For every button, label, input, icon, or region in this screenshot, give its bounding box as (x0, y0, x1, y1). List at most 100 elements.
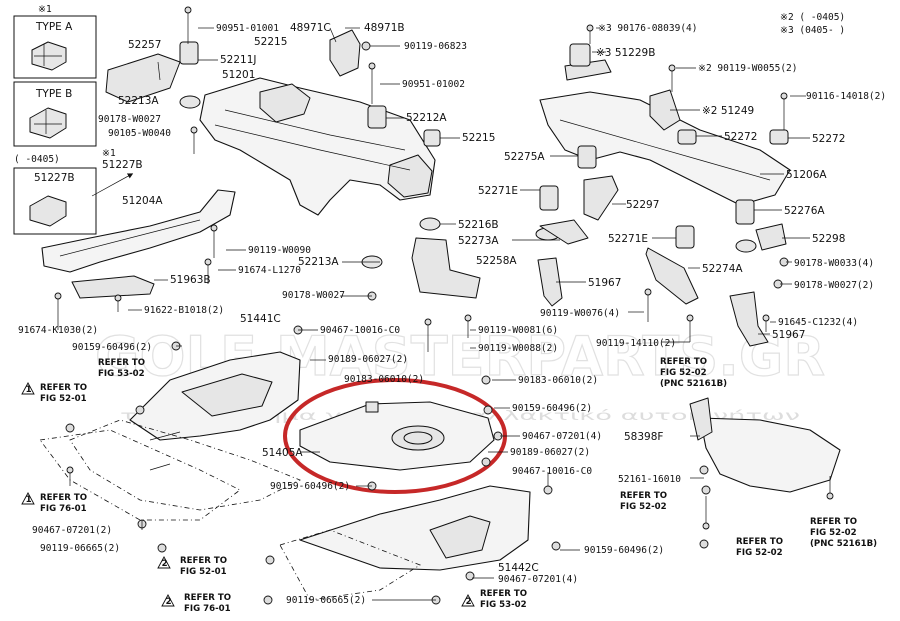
label-90159-60496-b[interactable]: 90159-60496(2) (512, 403, 592, 414)
label-90178-w0027-c[interactable]: 90178-W0027(2) (794, 280, 874, 291)
label-52276a[interactable]: 52276A (784, 205, 825, 217)
label-58398f[interactable]: 58398F (624, 431, 663, 443)
label-90176-08039[interactable]: ※3 90176-08039(4) (598, 23, 697, 34)
floor-cover-58398f (689, 397, 841, 493)
label-90119-06665-a[interactable]: 90119-06665(2) (40, 543, 120, 554)
label-52216b[interactable]: 52216B (458, 219, 499, 231)
label-51963b[interactable]: 51963B (170, 274, 211, 286)
label-51967-b[interactable]: 51967 (772, 329, 805, 341)
refer-line: REFER TO (40, 493, 87, 503)
ref-mark: 2 (162, 559, 168, 569)
label-91622-b1018[interactable]: 91622-B1018(2) (144, 305, 224, 316)
label-90467-10016-c0-a[interactable]: 90467-10016-C0 (320, 325, 400, 336)
label-51201[interactable]: 51201 (222, 69, 255, 81)
label-91674-k1030[interactable]: 91674-K1030(2) (18, 325, 98, 336)
label-51249[interactable]: ※2 51249 (702, 105, 754, 117)
label-90119-w0088[interactable]: 90119-W0088(2) (478, 343, 558, 354)
label-90183-06010-a[interactable]: 90183-06010(2) (344, 374, 424, 385)
label-90119-w0090[interactable]: 90119-W0090 (248, 245, 311, 256)
label-52297[interactable]: 52297 (626, 199, 659, 211)
label-51442c[interactable]: 51442C (498, 562, 539, 574)
label-90159-60496-d[interactable]: 90159-60496(2) (584, 545, 664, 556)
label-52161-16010[interactable]: 52161-16010 (618, 474, 681, 485)
label-91645-c1232[interactable]: 91645-C1232(4) (778, 317, 858, 328)
label-90467-10016-c0-b[interactable]: 90467-10016-C0 (512, 466, 592, 477)
arrow-icon (91, 173, 134, 197)
label-90119-w0055[interactable]: ※2 90119-W0055(2) (698, 63, 797, 74)
label-90178-w0033[interactable]: 90178-W0033(4) (794, 258, 874, 269)
label-51441c[interactable]: 51441C (240, 313, 281, 325)
label-52213a-mid[interactable]: 52213A (298, 256, 339, 268)
label-52273a[interactable]: 52273A (458, 235, 499, 247)
label-90119-w0081[interactable]: 90119-W0081(6) (478, 325, 558, 336)
warning-triangle-icon (461, 594, 475, 607)
label-52215-mid[interactable]: 52215 (462, 132, 495, 144)
label-90105-w0040[interactable]: 90105-W0040 (108, 128, 171, 139)
bracket-52298 (755, 223, 787, 251)
stopper-52258a (411, 237, 481, 299)
ref-mark: 2 (466, 597, 472, 607)
label-52271e-b[interactable]: 52271E (608, 233, 648, 245)
label-90467-07201-c[interactable]: 90467-07201(4) (498, 574, 578, 585)
label-51227b[interactable]: 51227B (102, 159, 143, 171)
label-52257[interactable]: 52257 (128, 39, 161, 51)
refer-line: (PNC 52161B) (810, 539, 877, 549)
rear-crossmember-51206a (539, 59, 791, 206)
note-2: ※2 ( -0405) (780, 12, 845, 23)
label-52215-top[interactable]: 52215 (254, 36, 287, 48)
warning-triangle-icon (21, 492, 35, 505)
label-51967-a[interactable]: 51967 (588, 277, 621, 289)
label-52298[interactable]: 52298 (812, 233, 845, 245)
refer-line: REFER TO (620, 491, 667, 501)
label-52272-a[interactable]: 52272 (724, 131, 757, 143)
refer-line: FIG 52-02 (736, 548, 783, 558)
label-91674-l1270[interactable]: 91674-L1270 (238, 265, 301, 276)
label-90951-01001[interactable]: 90951-01001 (216, 23, 279, 34)
label-90159-60496-c[interactable]: 90159-60496(2) (270, 481, 350, 492)
label-90119-14110[interactable]: 90119-14110(2) (596, 338, 676, 349)
label-90189-06027-b[interactable]: 90189-06027(2) (510, 447, 590, 458)
label-90116-14018[interactable]: 90116-14018(2) (806, 91, 886, 102)
label-90467-07201-b[interactable]: 90467-07201(2) (32, 525, 112, 536)
label-90178-w0027-a[interactable]: 90178-W0027 (98, 114, 161, 125)
label-52258a[interactable]: 52258A (476, 255, 517, 267)
bushing-52212a (367, 105, 387, 129)
label-90178-w0027-b[interactable]: 90178-W0027 (282, 290, 345, 301)
label-52274a[interactable]: 52274A (702, 263, 743, 275)
label-52211j[interactable]: 52211J (220, 54, 257, 66)
label-51405a[interactable]: 51405A (262, 447, 303, 459)
label-52213a-top[interactable]: 52213A (118, 95, 159, 107)
bolts-right (586, 24, 789, 342)
part-labels: 90951-01001 48971C 48971B 90119-06823 52… (18, 22, 886, 606)
label-51204a[interactable]: 51204A (122, 195, 163, 207)
label-51206a[interactable]: 51206A (786, 169, 827, 181)
label-90183-06010-b[interactable]: 90183-06010(2) (518, 375, 598, 386)
label-51229b[interactable]: ※3 51229B (596, 47, 655, 59)
label-90951-01002[interactable]: 90951-01002 (402, 79, 465, 90)
label-52212a[interactable]: 52212A (406, 112, 447, 124)
label-52275a[interactable]: 52275A (504, 151, 545, 163)
label-52271e-a[interactable]: 52271E (478, 185, 518, 197)
label-90159-60496-a[interactable]: 90159-60496(2) (72, 342, 152, 353)
label-52272-b[interactable]: 52272 (812, 133, 845, 145)
label-90467-07201-a[interactable]: 90467-07201(4) (522, 431, 602, 442)
label-90119-06823[interactable]: 90119-06823 (404, 41, 467, 52)
label-90119-06665-b[interactable]: 90119-06665(2) (286, 595, 366, 606)
label-90189-06027-a[interactable]: 90189-06027(2) (328, 354, 408, 365)
label-90119-w0076[interactable]: 90119-W0076(4) (540, 308, 620, 319)
label-48971c[interactable]: 48971C (290, 22, 331, 34)
label-48971b[interactable]: 48971B (364, 22, 405, 34)
